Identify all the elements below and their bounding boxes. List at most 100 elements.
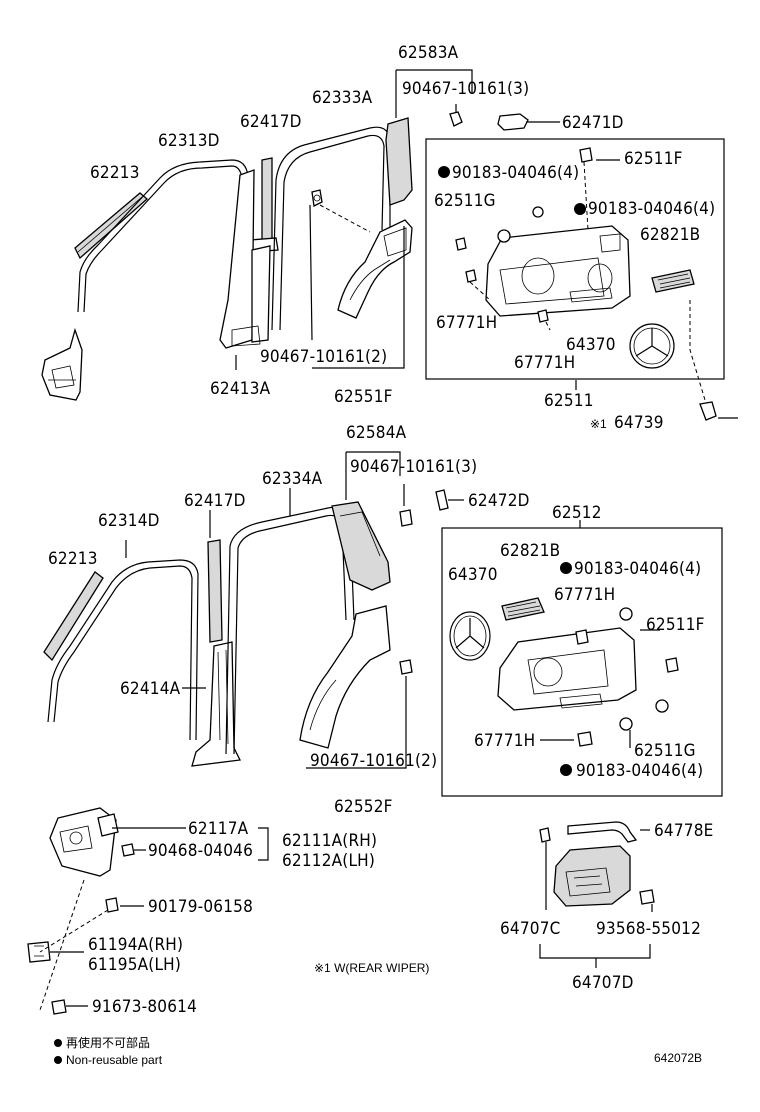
label-67771H-a: 67771H xyxy=(436,313,497,333)
label-90183-c: 90183-04046(4) xyxy=(574,559,701,579)
part-62417D-bot xyxy=(207,539,223,643)
part-62213-bot xyxy=(43,571,104,662)
label-62414A: 62414A xyxy=(120,679,181,699)
label-62471D: 62471D xyxy=(562,113,624,133)
nonreusable-marker-d xyxy=(560,764,572,776)
label-62583A: 62583A xyxy=(398,43,459,63)
clip-90467-top-a xyxy=(311,189,323,207)
label-62584A: 62584A xyxy=(346,423,407,443)
label-64370-top: 64370 xyxy=(566,335,616,355)
label-62512: 62512 xyxy=(552,503,602,523)
part-quarter-bracket-top xyxy=(41,327,83,401)
clip-90467-top-b xyxy=(449,111,463,127)
clip-90468 xyxy=(121,843,135,857)
clip-90467-bot-b xyxy=(399,659,413,675)
legend-non-reusable-en: Non-reusable part xyxy=(66,1053,163,1067)
label-62213-bot: 62213 xyxy=(48,549,98,569)
part-62583A xyxy=(385,117,413,206)
part-62512-panel xyxy=(497,627,637,711)
part-64778E xyxy=(567,821,638,843)
label-90183-b: 90183-04046(4) xyxy=(588,199,715,219)
label-64707D: 64707D xyxy=(572,973,634,993)
nonreusable-marker-a xyxy=(438,166,450,178)
label-64370-bot: 64370 xyxy=(448,565,498,585)
label-62314D: 62314D xyxy=(98,511,160,531)
part-62821B-top xyxy=(651,269,695,293)
label-62511F-top: 62511F xyxy=(624,149,683,169)
label-90467-bot: 90467-10161(2) xyxy=(310,751,437,771)
part-62213-top xyxy=(74,192,148,260)
label-62821B-bot: 62821B xyxy=(500,541,560,561)
part-62821B-bot xyxy=(501,597,545,621)
label-90183-a: 90183-04046(4) xyxy=(452,163,579,183)
part-62313D-top xyxy=(77,159,249,331)
label-62313D: 62313D xyxy=(158,131,220,151)
clip-90179 xyxy=(105,897,119,913)
label-64739: 64739 xyxy=(614,413,664,433)
part-62314D xyxy=(47,559,199,741)
label-90467-top: 90467-10161(3) xyxy=(402,79,529,99)
clip-90183-top xyxy=(532,206,544,218)
label-64707C: 64707C xyxy=(500,919,561,939)
clip-67771H-c2 xyxy=(575,629,589,645)
label-90467-mid2: 90467-10161(3) xyxy=(350,457,477,477)
part-62511-panel xyxy=(485,225,631,317)
label-62511G-top: 62511G xyxy=(434,191,496,211)
label-62511F-bot: 62511F xyxy=(646,615,705,635)
clip-64707-bracket xyxy=(539,827,551,843)
clip-90183-bot-b xyxy=(619,717,633,731)
nonreusable-marker-c xyxy=(560,562,572,574)
part-64739 xyxy=(699,401,717,421)
label-67771H-d: 67771H xyxy=(474,731,535,751)
label-61194A: 61194A(RH) xyxy=(88,935,183,955)
part-62333A xyxy=(271,126,391,331)
part-62552F xyxy=(299,605,391,749)
label-91673: 91673-80614 xyxy=(92,997,197,1017)
nonreusable-marker-b xyxy=(574,203,586,215)
clip-67771H-c xyxy=(537,309,549,323)
clip-62511G-bot xyxy=(655,699,669,713)
label-62511: 62511 xyxy=(544,391,594,411)
part-62471D xyxy=(497,113,529,131)
clip-67771H-d xyxy=(577,731,593,747)
label-64778E: 64778E xyxy=(654,821,714,841)
label-62112A: 62112A(LH) xyxy=(282,851,375,871)
part-64370-bot xyxy=(449,611,491,661)
part-64707C xyxy=(553,845,631,907)
label-62472D: 62472D xyxy=(468,491,530,511)
clip-67771H-a xyxy=(455,237,467,251)
panel-box-62511 xyxy=(425,138,725,380)
clip-62511F-bot xyxy=(665,657,679,673)
clip-62511F-top xyxy=(579,147,593,163)
part-62472D xyxy=(435,489,449,511)
clip-67771H-b xyxy=(465,269,477,283)
label-62417D-top: 62417D xyxy=(240,112,302,132)
label-67771H-c: 67771H xyxy=(554,585,615,605)
label-90468: 90468-04046 xyxy=(148,841,253,861)
part-62584A xyxy=(331,501,391,591)
part-61194A xyxy=(27,941,51,963)
legend-dot-jp xyxy=(54,1039,62,1047)
label-62821B-top: 62821B xyxy=(640,225,700,245)
part-62414A xyxy=(191,641,241,767)
label-62111A: 62111A(RH) xyxy=(282,831,377,851)
clip-90467-bot-a xyxy=(399,509,413,527)
label-62333A: 62333A xyxy=(312,88,373,108)
label-90179: 90179-06158 xyxy=(148,897,253,917)
panel-box-62512 xyxy=(441,527,723,797)
label-62417D-bot: 62417D xyxy=(184,491,246,511)
label-62117A: 62117A xyxy=(188,819,249,839)
diagram-code: 642072B xyxy=(654,1051,702,1065)
label-62334A: 62334A xyxy=(262,469,323,489)
part-62117A xyxy=(97,813,119,837)
clip-62511G-top xyxy=(497,229,511,243)
label-62511G-bot: 62511G xyxy=(634,741,696,761)
legend-dot-en xyxy=(54,1056,62,1064)
label-62413A: 62413A xyxy=(210,379,271,399)
note-rear-wiper: ※1 W(REAR WIPER) xyxy=(314,961,429,975)
label-67771H-b: 67771H xyxy=(514,353,575,373)
label-62213-top: 62213 xyxy=(90,163,140,183)
legend-non-reusable-jp: 再使用不可部品 xyxy=(66,1035,150,1050)
part-64370-top xyxy=(629,323,675,369)
